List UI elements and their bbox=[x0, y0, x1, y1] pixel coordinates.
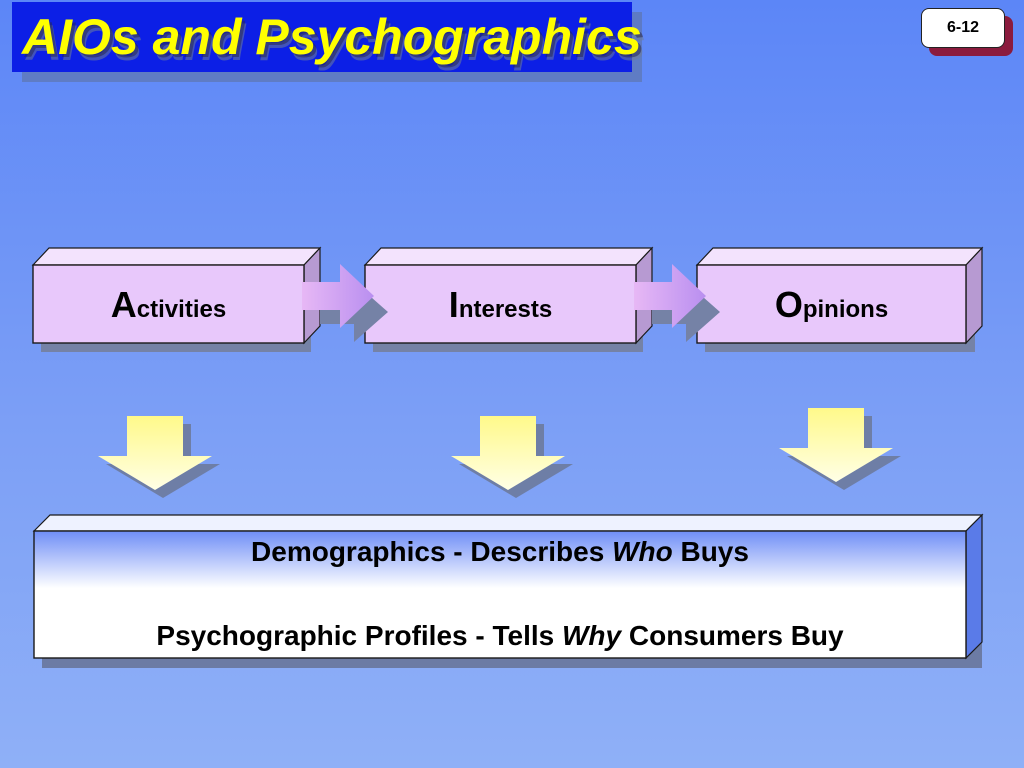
box-face bbox=[696, 264, 967, 344]
line2-suffix: Consumers Buy bbox=[621, 620, 844, 651]
box-activities bbox=[31, 246, 322, 352]
line1-prefix: Demographics - Describes bbox=[251, 536, 613, 567]
right-arrow-icon bbox=[302, 264, 388, 342]
bottom-box-face bbox=[33, 530, 967, 659]
box-top bbox=[363, 247, 654, 266]
label-opinions: Opinions bbox=[697, 284, 966, 326]
bottom-box-side bbox=[965, 513, 983, 660]
label-activities: Activities bbox=[33, 284, 304, 326]
label-initial: A bbox=[110, 284, 137, 325]
label-initial: O bbox=[774, 284, 803, 325]
box-face bbox=[32, 264, 305, 344]
title-background bbox=[12, 2, 632, 72]
label-rest: nterests bbox=[458, 296, 553, 323]
title-echo: AIOs and Psychographics bbox=[26, 15, 646, 71]
bottom-box-top bbox=[32, 514, 984, 532]
down-arrow-icon bbox=[779, 408, 901, 490]
box-top bbox=[695, 247, 984, 266]
bottom-box bbox=[32, 513, 984, 668]
line2-prefix: Psychographic Profiles - Tells bbox=[156, 620, 562, 651]
page-number-badge: 6-12 bbox=[921, 8, 1005, 48]
psychographic-line: Psychographic Profiles - Tells Why Consu… bbox=[34, 620, 966, 652]
down-arrow-icon bbox=[451, 416, 573, 498]
label-initial: I bbox=[448, 284, 459, 325]
page-title: AIOs and Psychographics bbox=[22, 9, 642, 65]
box-side bbox=[965, 246, 983, 345]
label-rest: ctivities bbox=[136, 296, 227, 323]
box-top bbox=[31, 247, 322, 266]
right-arrow-icon bbox=[634, 264, 720, 342]
label-interests: Interests bbox=[365, 284, 636, 326]
line1-emphasis: Who bbox=[612, 536, 673, 567]
down-arrow-icon bbox=[98, 416, 220, 498]
line1-suffix: Buys bbox=[672, 536, 749, 567]
demographics-line: Demographics - Describes Who Buys bbox=[34, 536, 966, 568]
box-interests bbox=[363, 246, 654, 352]
label-rest: pinions bbox=[802, 296, 889, 323]
line2-emphasis: Why bbox=[562, 620, 622, 651]
box-opinions bbox=[695, 246, 984, 352]
box-face bbox=[364, 264, 637, 344]
